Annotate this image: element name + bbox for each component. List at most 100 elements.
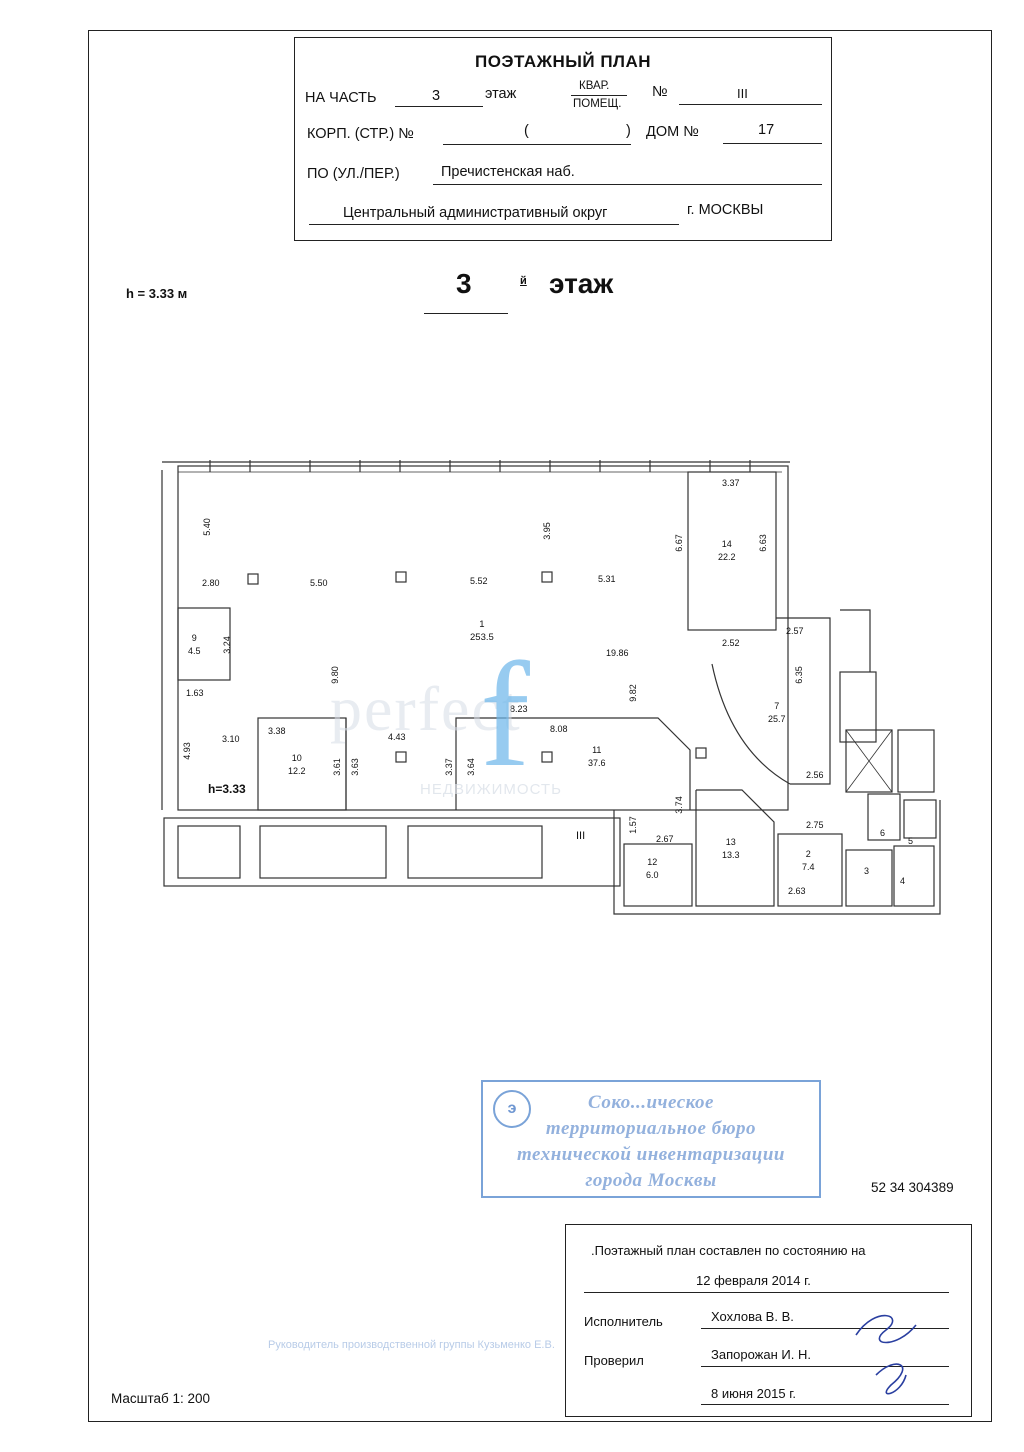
- header-box: ПОЭТАЖНЫЙ ПЛАН НА ЧАСТЬ 3 этаж КВАР. ПОМ…: [294, 37, 832, 241]
- dim-2-80: 2.80: [202, 578, 220, 588]
- sign-date: 8 июня 2015 г.: [711, 1386, 796, 1401]
- checked-label: Проверил: [584, 1353, 644, 1368]
- room-5-label: 5: [908, 836, 914, 846]
- signatures: [855, 1314, 917, 1395]
- dim-1-57: 1.57: [627, 816, 638, 834]
- stamp-line-3: технической инвентаризации: [517, 1144, 785, 1165]
- stamp-emblem: э: [493, 1090, 531, 1128]
- part-floor-word: этаж: [485, 86, 517, 102]
- dim-9-82: 9.82: [627, 684, 638, 702]
- registry-number: 52 34 304389: [871, 1180, 954, 1195]
- korp-open: (: [524, 123, 529, 139]
- watermark-word: perfect: [330, 673, 522, 744]
- room-4-label: 4: [900, 876, 906, 886]
- dim-3-95: 3.95: [541, 522, 552, 540]
- dim-2-52: 2.52: [722, 638, 740, 648]
- floor-word: этаж: [549, 268, 614, 299]
- dim-8-23: 8.23: [510, 704, 528, 714]
- dim-3-37-top: 3.37: [722, 478, 740, 488]
- floor-plan-drawing: [161, 460, 941, 915]
- city-name: г. МОСКВЫ: [687, 202, 764, 218]
- dim-2-67: 2.67: [656, 834, 674, 844]
- part-value: 3: [432, 88, 441, 104]
- dim-4-93: 4.93: [181, 742, 192, 760]
- dim-8-08: 8.08: [550, 724, 568, 734]
- dim-5-31: 5.31: [598, 574, 616, 584]
- dim-19-86: 19.86: [606, 648, 629, 658]
- number-underline: [679, 104, 822, 105]
- floor-suffix: й: [520, 275, 527, 287]
- state-date-underline: [584, 1292, 949, 1293]
- checked-underline: [701, 1366, 949, 1367]
- header-title: ПОЭТАЖНЫЙ ПЛАН: [474, 52, 652, 71]
- dim-2-75: 2.75: [806, 820, 824, 830]
- dim-3-24: 3.24: [221, 636, 232, 654]
- inner-height-label: h=3.33: [208, 782, 246, 796]
- dim-3-74: 3.74: [673, 796, 684, 814]
- pomesch-label: ПОМЕЩ.: [573, 98, 622, 110]
- room-3-label: 3: [864, 866, 870, 876]
- room-6-label: 6: [880, 828, 886, 838]
- part-underline: [395, 106, 483, 107]
- dim-3-61: 3.61: [331, 758, 342, 776]
- stamp-line-1: Соко...ическое: [588, 1092, 714, 1113]
- stamp-line-2: территориальное бюро: [545, 1118, 757, 1139]
- checked-name: Запорожан И. Н.: [711, 1347, 811, 1362]
- scale-label: Масштаб 1: 200: [111, 1391, 211, 1406]
- street-value: Пречистенская наб.: [441, 164, 575, 180]
- dim-3-37: 3.37: [443, 758, 454, 776]
- dim-2-57: 2.57: [786, 626, 804, 636]
- dim-6-67: 6.67: [673, 534, 684, 552]
- state-date: 12 февраля 2014 г.: [696, 1273, 811, 1288]
- dom-value: 17: [758, 122, 775, 138]
- dim-3-64: 3.64: [465, 758, 476, 776]
- district-underline: [309, 224, 679, 225]
- stamp-line-4: города Москвы: [585, 1170, 717, 1191]
- kvar-label: КВАР.: [579, 80, 610, 92]
- dim-5-52: 5.52: [470, 576, 488, 586]
- dim-5-50: 5.50: [310, 578, 328, 588]
- korp-underline: [443, 144, 631, 145]
- faint-manager-line: Руководитель производственной группы Куз…: [268, 1339, 555, 1351]
- executor-label: Исполнитель: [584, 1314, 663, 1329]
- section-mark: III: [576, 830, 586, 842]
- dim-3-10: 3.10: [222, 734, 240, 744]
- number-value: III: [737, 86, 748, 101]
- dom-label: ДОМ №: [646, 124, 699, 140]
- dim-6-35: 6.35: [793, 666, 804, 684]
- korp-label: КОРП. (СТР.) №: [307, 126, 414, 142]
- dim-2-56: 2.56: [806, 770, 824, 780]
- number-label: №: [652, 84, 668, 100]
- state-label: .Поэтажный план составлен по состоянию н…: [591, 1243, 866, 1258]
- watermark-logo: f: [480, 632, 530, 798]
- district-name: Центральный административный округ: [343, 205, 608, 221]
- part-label: НА ЧАСТЬ: [305, 90, 377, 106]
- dim-5-40: 5.40: [201, 518, 212, 536]
- dim-3-38: 3.38: [268, 726, 286, 736]
- kvar-divider: [571, 95, 627, 96]
- dim-4-43: 4.43: [388, 732, 406, 742]
- executor-name: Хохлова В. В.: [711, 1309, 794, 1324]
- street-label: ПО (УЛ./ПЕР.): [307, 166, 400, 182]
- floor-number: 3: [456, 268, 472, 299]
- executor-underline: [701, 1328, 949, 1329]
- street-underline: [433, 184, 822, 185]
- bti-stamp: э Соко...ическое территориальное бюро те…: [481, 1080, 821, 1198]
- floor-height: h = 3.33 м: [126, 286, 188, 301]
- floor-number-underline: [424, 313, 508, 314]
- watermark-sub: НЕДВИЖИМОСТЬ: [420, 781, 562, 798]
- dom-underline: [723, 143, 822, 144]
- korp-close: ): [626, 123, 631, 139]
- dim-2-63: 2.63: [788, 886, 806, 896]
- sheet-frame: [88, 30, 992, 1422]
